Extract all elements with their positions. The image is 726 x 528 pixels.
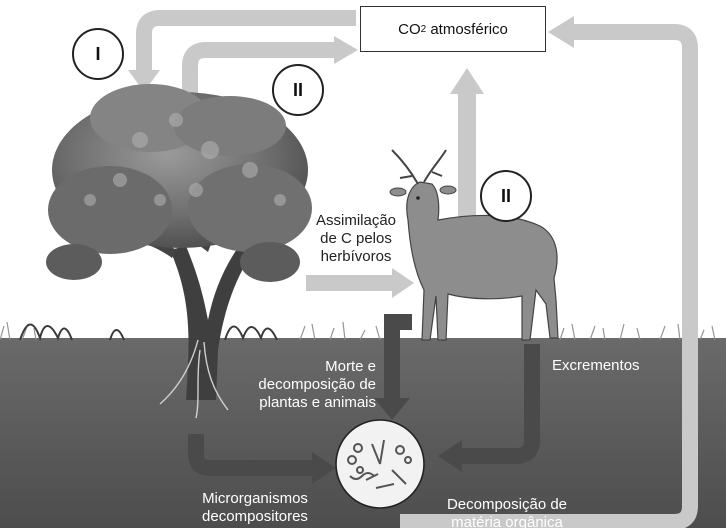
microorganisms-line-2: decompositores [202,508,308,525]
assimilation-line-1: Assimilação [315,212,397,229]
co2-subscript: 2 [420,23,427,35]
marker-ii-right-label: II [500,185,511,206]
assimilation-line-2: de C pelos [320,230,392,247]
decomposition-line-1: Decomposição de [446,496,568,513]
arrowhead-to-co2-right [548,16,574,48]
label-excrement: Excrementos [552,357,662,375]
co2-prefix: CO [398,20,421,38]
arrow-ii-plant-respiration [334,36,358,64]
label-assimilation: Assimilação de C pelos herbívoros [306,212,406,266]
label-death-decomposition: Morte e decomposição de plantas e animai… [236,358,376,412]
death-line-1: Morte e [325,358,376,375]
tree-icon [46,84,312,419]
arrow-death-decomposition [384,314,412,402]
death-line-2: decomposição de [258,376,376,393]
deer-icon [389,149,559,341]
marker-i: I [72,28,124,80]
label-microorganisms: Microrganismos decompositores [190,490,320,526]
decomposition-line-2: matéria orgânica [451,514,563,528]
marker-ii-top-label: II [292,79,303,100]
shrub-icon [19,323,278,342]
arrow-microorganisms [188,434,312,476]
arrow-excrement [460,344,540,464]
co2-suffix: atmosférico [426,20,508,38]
microorganisms-line-1: Microrganismos [202,490,308,507]
arrow-ii-animal-respiration [450,68,484,94]
marker-ii-top: II [272,64,324,116]
microorganism-disc-icon [335,419,425,509]
arrow-assimilation [392,268,414,298]
excrement-text: Excrementos [552,357,640,374]
marker-ii-right: II [480,170,532,222]
arrow-i-photosynthesis [128,70,160,92]
label-decomposition: Decomposição de matéria orgânica [432,496,582,528]
death-line-3: plantas e animais [259,394,376,411]
assimilation-line-3: herbívoros [320,248,392,265]
grass [0,321,716,341]
marker-i-label: I [95,43,101,64]
decomposition-return-arrow [400,24,698,528]
